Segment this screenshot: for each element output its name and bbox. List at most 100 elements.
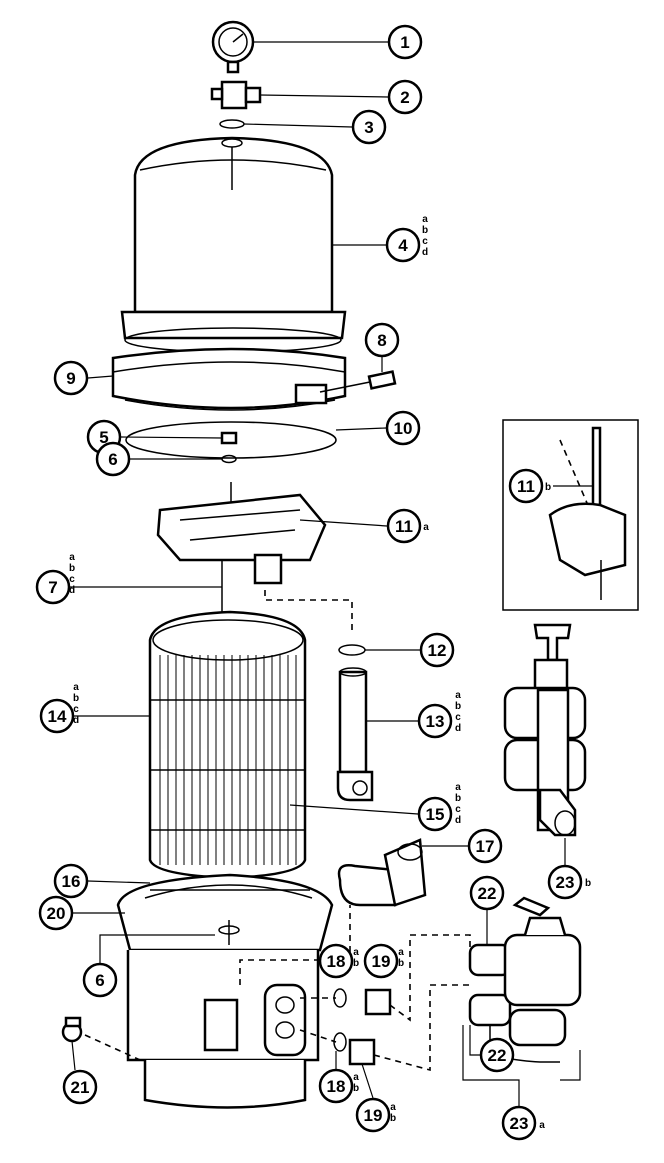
callout-c6b: 6 bbox=[82, 962, 118, 998]
union-upper bbox=[364, 988, 392, 1016]
washer-upper bbox=[221, 454, 237, 464]
callout-circle bbox=[351, 109, 387, 145]
standpipe-o-ring bbox=[338, 644, 366, 656]
callout-variant: b bbox=[73, 693, 79, 704]
callout-c17: 17 bbox=[467, 828, 503, 864]
callout-variant: b bbox=[398, 958, 404, 969]
callout-number: 15 bbox=[426, 805, 445, 824]
callout-number: 11 bbox=[395, 517, 413, 536]
callout-circle bbox=[387, 24, 423, 60]
o-ring-top bbox=[219, 119, 245, 129]
callout-circle bbox=[95, 441, 131, 477]
callout-number: 21 bbox=[71, 1078, 90, 1097]
callout-variant: b bbox=[455, 793, 461, 804]
callout-number: 23 bbox=[556, 873, 575, 892]
callout-variant: b bbox=[353, 1083, 359, 1094]
tank-o-ring bbox=[125, 421, 337, 459]
leader-line-c11a bbox=[299, 519, 388, 527]
callout-variant: a bbox=[69, 552, 75, 563]
callout-c22a: 22 bbox=[469, 875, 505, 911]
tank-lid bbox=[120, 136, 347, 353]
leader-line-c5 bbox=[120, 436, 223, 439]
callout-variant: c bbox=[455, 804, 461, 815]
callout-number: 11 bbox=[517, 477, 535, 496]
callout-circle bbox=[35, 569, 71, 605]
leader-line-extra-1 bbox=[560, 1050, 581, 1081]
inset-detail bbox=[502, 419, 639, 611]
callout-c6a: 6 bbox=[95, 441, 131, 477]
callout-circle bbox=[318, 1068, 354, 1104]
callout-c12: 12 bbox=[419, 632, 455, 668]
callout-c16: 16 bbox=[53, 863, 89, 899]
callout-circle bbox=[385, 410, 421, 446]
callout-circle bbox=[39, 698, 75, 734]
callout-variant: a bbox=[422, 214, 428, 225]
leader-line-c15 bbox=[289, 804, 419, 815]
callout-number: 16 bbox=[62, 872, 81, 891]
callout-variant: a bbox=[455, 782, 461, 793]
leader-line-c6b bbox=[99, 934, 215, 963]
callout-c23a: 23 a bbox=[501, 1105, 545, 1141]
callout-circle bbox=[53, 863, 89, 899]
elbow-dash bbox=[239, 905, 351, 985]
callout-circle bbox=[547, 864, 583, 900]
callout-variant: a bbox=[398, 947, 404, 958]
callout-c10: 10 bbox=[385, 410, 421, 446]
callout-circle bbox=[469, 875, 505, 911]
callout-c23b: 23 b bbox=[547, 864, 591, 900]
callout-variant: a bbox=[353, 1072, 359, 1083]
callout-c11a: 11 a bbox=[386, 508, 429, 544]
callout-variant: d bbox=[69, 585, 75, 596]
callout-number: 23 bbox=[510, 1114, 529, 1133]
callout-circle bbox=[38, 895, 74, 931]
callout-circle bbox=[53, 360, 89, 396]
callout-number: 12 bbox=[428, 641, 447, 660]
leader-line-c10 bbox=[335, 427, 387, 431]
callout-variant: a bbox=[423, 522, 429, 533]
callout-c8: 8 bbox=[364, 322, 400, 358]
callout-number: 2 bbox=[400, 88, 409, 107]
callout-circle bbox=[501, 1105, 537, 1141]
callout-variant: a bbox=[455, 690, 461, 701]
callout-number: 3 bbox=[364, 118, 373, 137]
callout-c2: 2 bbox=[387, 79, 423, 115]
callout-variant: b bbox=[585, 878, 591, 889]
air-relief-tee bbox=[210, 80, 262, 110]
leader-line-c9 bbox=[87, 375, 114, 379]
callout-variant: b bbox=[455, 701, 461, 712]
callout-number: 6 bbox=[95, 971, 104, 990]
callout-circle bbox=[479, 1037, 515, 1073]
callout-circle bbox=[62, 1069, 98, 1105]
leader-line-c22b bbox=[469, 1025, 480, 1056]
slide-valve bbox=[503, 623, 587, 837]
valve-dash-2 bbox=[373, 984, 470, 1072]
callout-number: 17 bbox=[476, 837, 495, 856]
drain-plug bbox=[61, 1016, 83, 1043]
leader-line-c16 bbox=[87, 880, 151, 884]
callout-variant: d bbox=[73, 715, 79, 726]
clamp-bolt bbox=[319, 370, 397, 393]
callout-number: 13 bbox=[426, 712, 445, 731]
inlet-elbow bbox=[337, 838, 427, 907]
callout-variant: c bbox=[455, 712, 461, 723]
callout-circle bbox=[385, 227, 421, 263]
callout-c20: 20 bbox=[38, 895, 74, 931]
pressure-gauge bbox=[211, 20, 255, 74]
leader-line-c21 bbox=[71, 1040, 76, 1071]
callout-variant: a bbox=[539, 1120, 545, 1131]
callout-circle bbox=[508, 468, 544, 504]
connector-dash-1 bbox=[264, 590, 353, 635]
callout-variant: b bbox=[69, 563, 75, 574]
callout-variant: b bbox=[353, 958, 359, 969]
manifold bbox=[156, 482, 327, 585]
valve-dash-1 bbox=[389, 934, 471, 1022]
callout-number: 10 bbox=[394, 419, 413, 438]
callout-number: 20 bbox=[47, 904, 66, 923]
